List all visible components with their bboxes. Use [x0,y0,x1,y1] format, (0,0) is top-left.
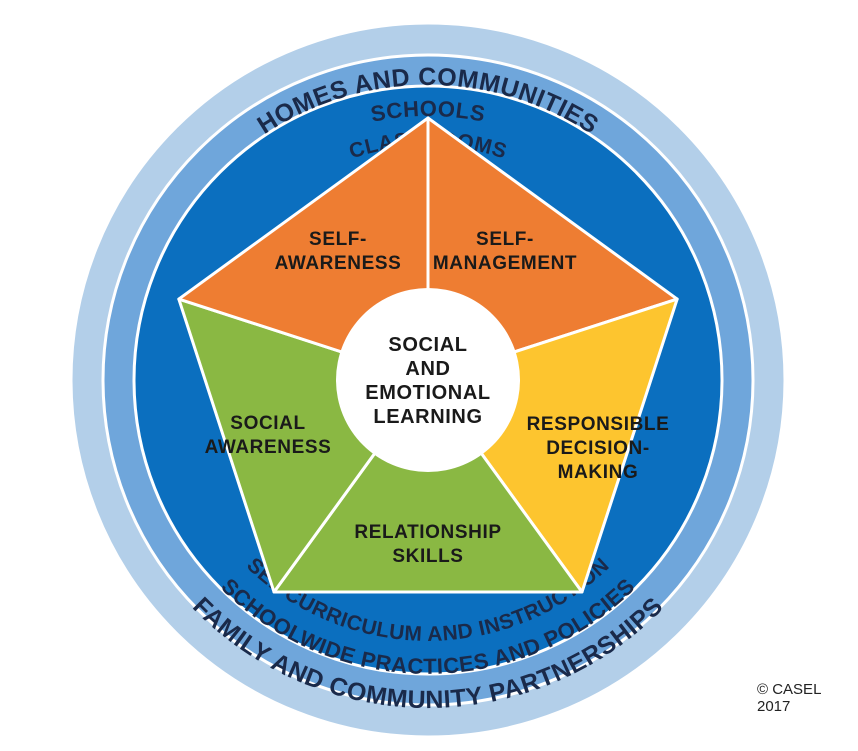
center-circle [336,288,520,472]
segment-label-self-awareness: SELF-AWARENESS [275,229,402,274]
copyright-notice: © CASEL 2017 [757,681,821,715]
segment-label-self-management: SELF-MANAGEMENT [433,229,577,274]
